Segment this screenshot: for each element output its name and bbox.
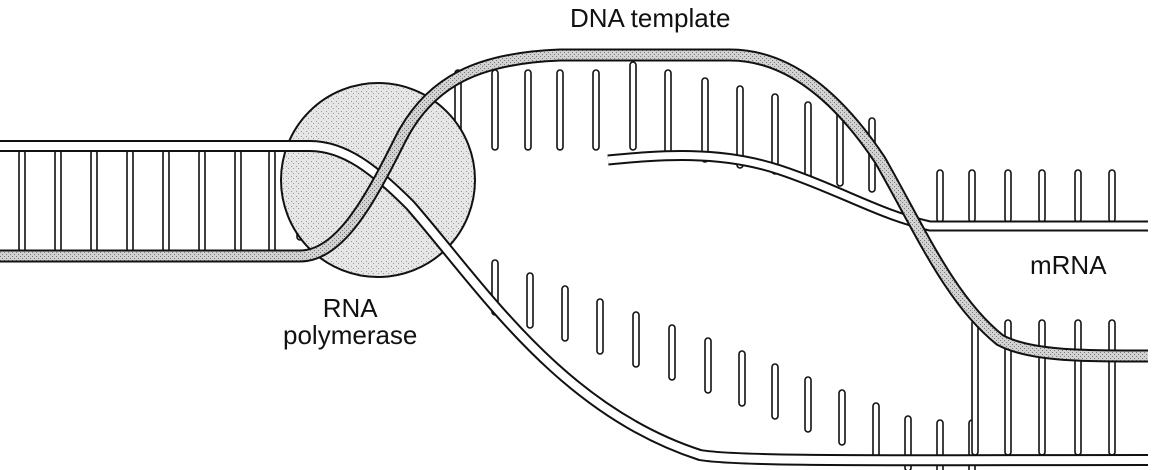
base-pair-rung (1074, 169, 1082, 223)
base-pair-rung (804, 376, 812, 433)
template-strand-fill (0, 50, 1149, 361)
base-pair-rung (268, 149, 276, 253)
base-pair-rung (491, 69, 499, 151)
base-pair-rung (738, 350, 746, 407)
base-pair-rung (838, 389, 846, 446)
base-pair-rung (1004, 169, 1012, 223)
base-pair-rung (872, 402, 880, 459)
base-pair-rung (596, 298, 604, 355)
base-pair-rung (556, 69, 564, 151)
rna-polymerase-label-line1: RNA (322, 293, 378, 323)
base-pair-rung (592, 69, 600, 151)
rna-polymerase-label-line2: polymerase (283, 320, 418, 350)
base-pair-rung (629, 61, 637, 151)
mrna-strand-fill (607, 152, 1148, 230)
base-pair-rung (771, 93, 779, 175)
base-pair-rung (1108, 319, 1116, 456)
base-pair-rung (936, 169, 944, 223)
base-pair-rung (18, 149, 26, 253)
base-pair-rung (664, 69, 672, 157)
base-pair-rung (526, 272, 534, 329)
base-pair-rung (704, 337, 712, 394)
base-pair-rungs (18, 61, 1116, 470)
base-pair-rung (668, 324, 676, 381)
base-pair-rung (804, 101, 812, 181)
base-pair-rung (90, 149, 98, 253)
base-pair-rung (126, 149, 134, 253)
base-pair-rung (162, 149, 170, 253)
base-pair-rung (701, 77, 709, 163)
base-pair-rung (1038, 169, 1046, 223)
base-pair-rung (632, 311, 640, 368)
rna-polymerase-label: RNA polymerase (283, 295, 417, 349)
base-pair-rung (736, 85, 744, 169)
base-pair-rung (836, 109, 844, 187)
base-pair-rung (54, 149, 62, 253)
base-pair-rung (968, 169, 976, 223)
base-pair-rung (1074, 319, 1082, 456)
base-pair-rung (1108, 169, 1116, 223)
base-pair-rung (198, 149, 206, 253)
dna-template-label: DNA template (570, 3, 731, 33)
base-pair-rung (771, 363, 779, 420)
base-pair-rung (1038, 319, 1046, 456)
mrna-label: mRNA (1030, 250, 1107, 280)
base-pair-rung (971, 319, 979, 456)
base-pair-rung (561, 285, 569, 342)
base-pair-rung (234, 149, 242, 253)
base-pair-rung (524, 69, 532, 151)
